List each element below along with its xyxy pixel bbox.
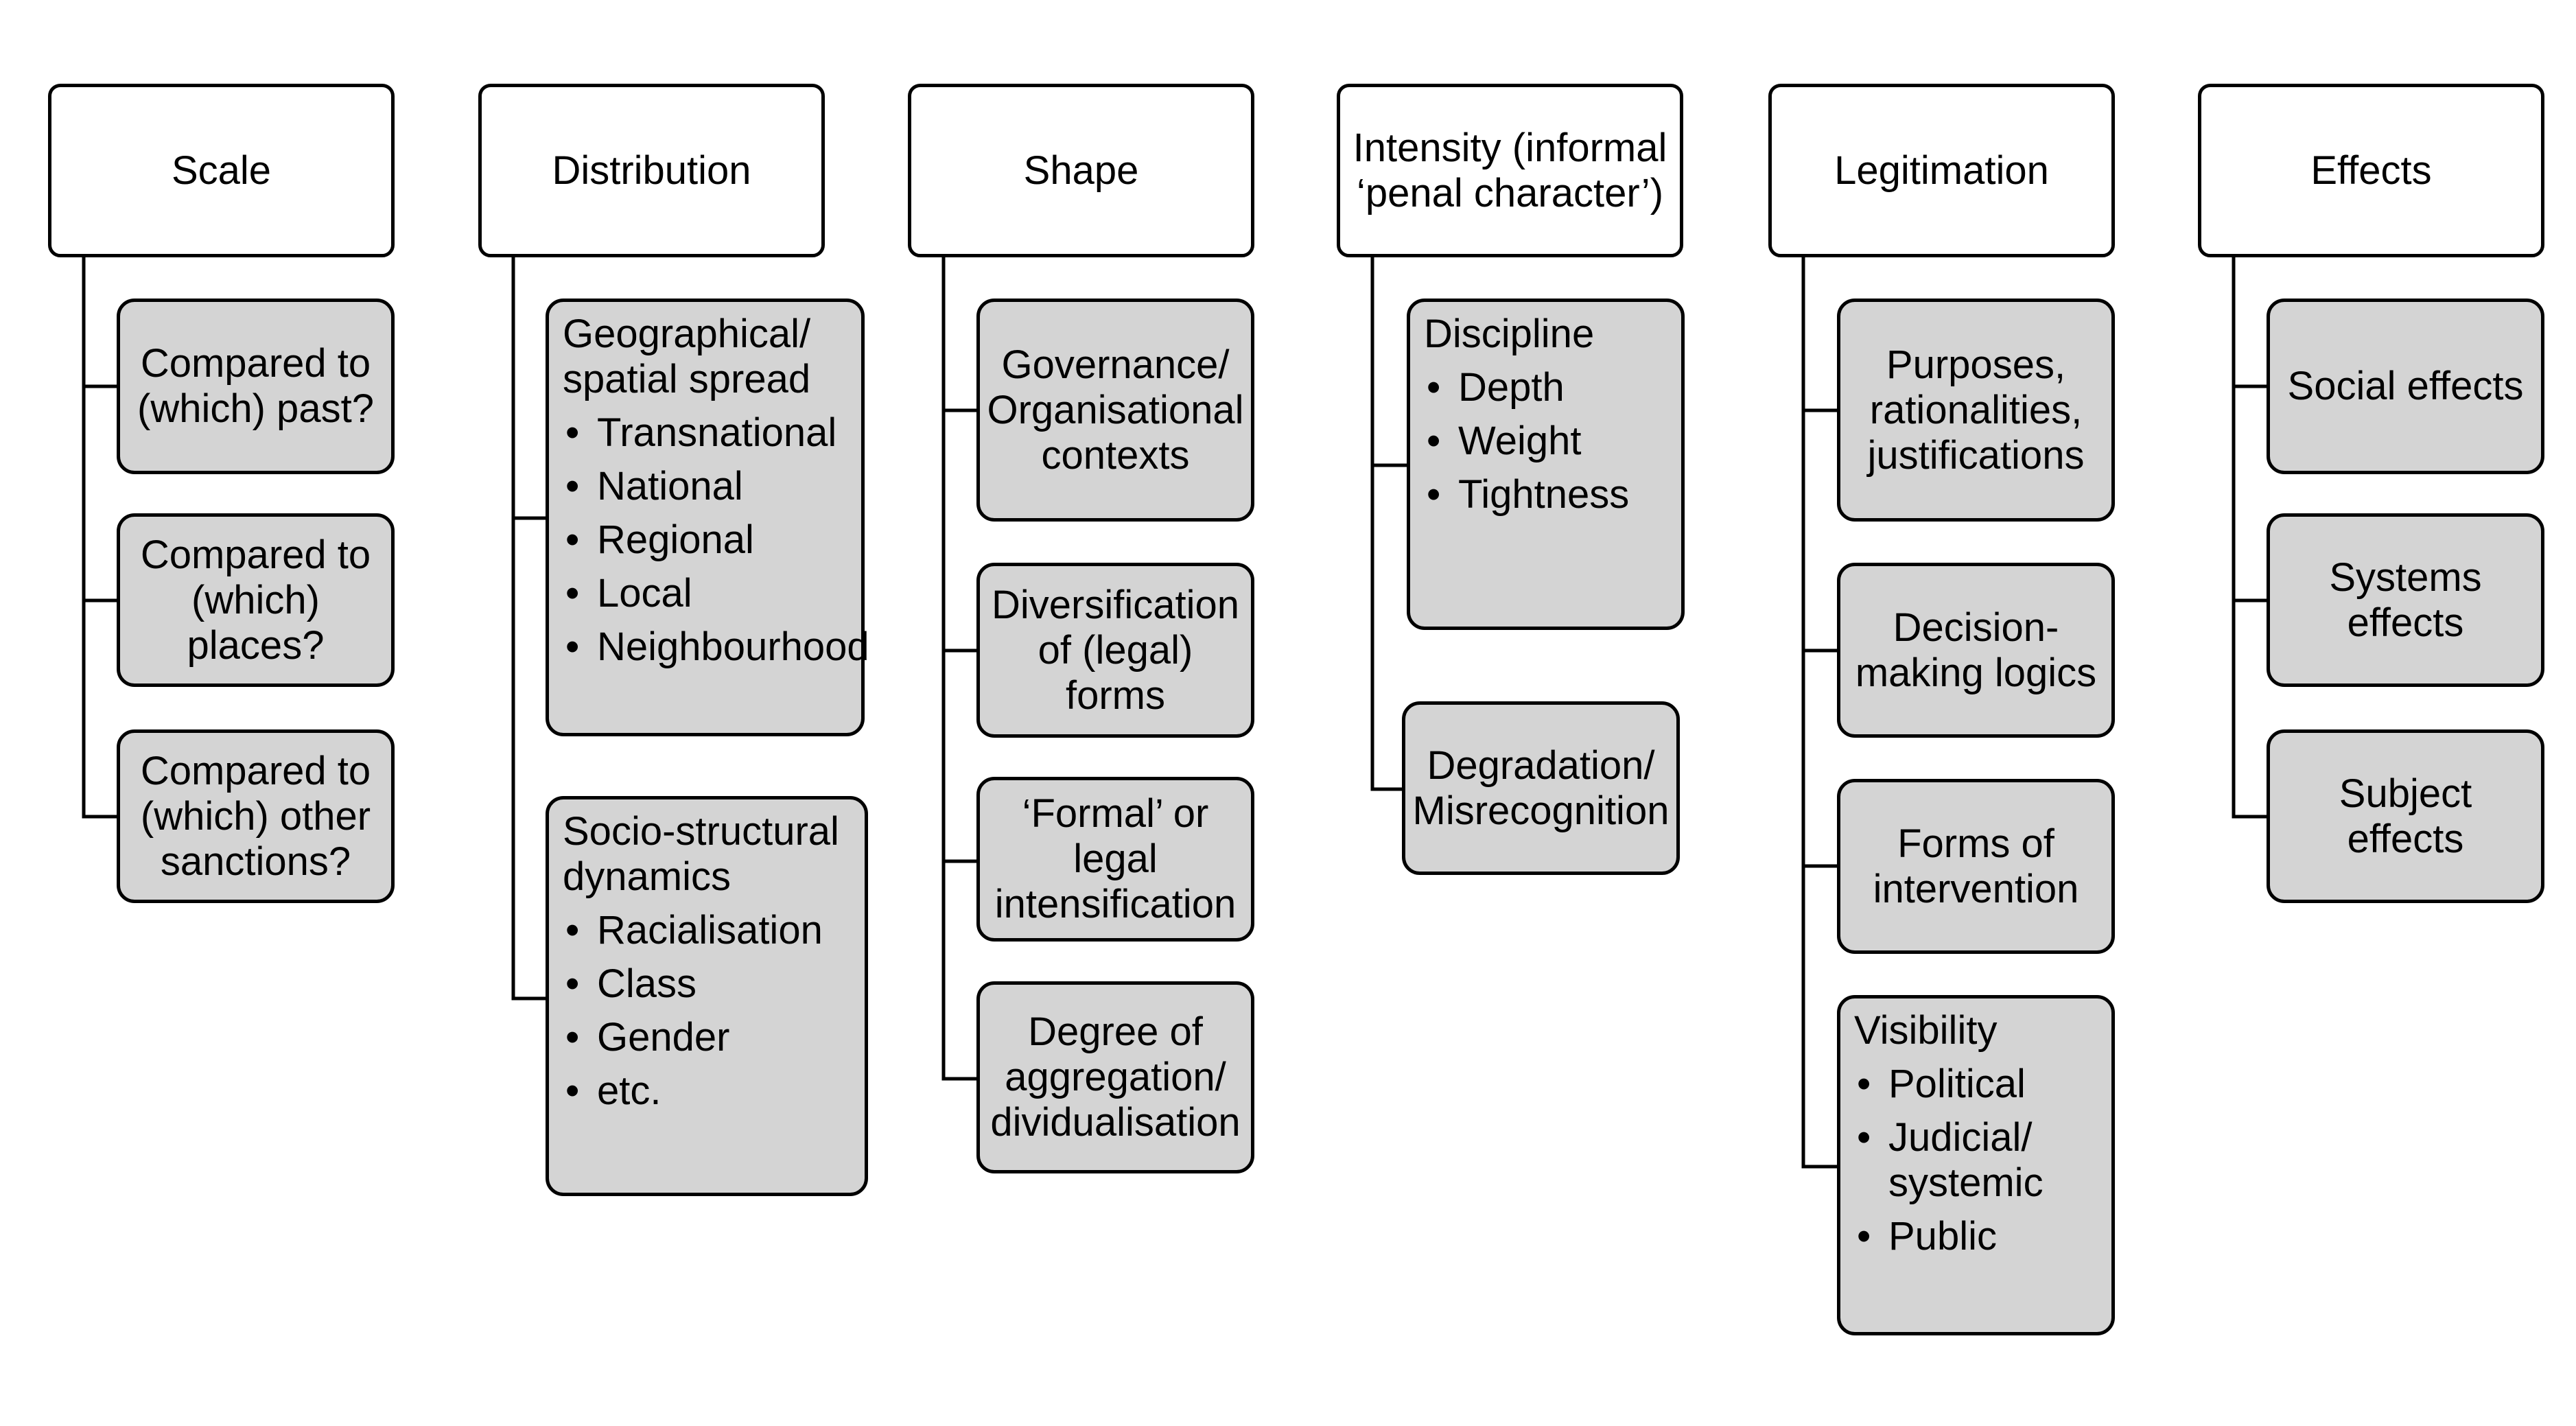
- socio-structural-title: Socio-structural dynamics: [563, 809, 839, 899]
- geographical-spread-title: Geographical/ spatial spread: [563, 312, 811, 401]
- list-item: etc.: [563, 1068, 823, 1114]
- decision-making-box: Decision-making logics: [1837, 563, 2115, 738]
- list-item: National: [563, 464, 869, 509]
- social-effects-label: Social effects: [2287, 364, 2524, 408]
- scale-header-label: Scale: [171, 148, 272, 193]
- list-item: Neighbourhood: [563, 624, 869, 670]
- governance-label: Governance/ Organisational contexts: [987, 342, 1244, 478]
- distribution-header-label: Distribution: [552, 148, 751, 193]
- list-item: Public: [1854, 1214, 2098, 1259]
- socio-structural-box: Socio-structural dynamics Racialisation …: [546, 796, 868, 1196]
- socio-structural-list: Racialisation Class Gender etc.: [563, 908, 823, 1122]
- scale-past-box: Compared to (which) past?: [117, 299, 395, 474]
- discipline-title: Discipline: [1424, 312, 1595, 356]
- scale-sanctions-label: Compared to (which) other sanctions?: [140, 748, 371, 884]
- discipline-box: Discipline Depth Weight Tightness: [1407, 299, 1685, 630]
- list-item: Racialisation: [563, 908, 823, 953]
- list-item: Gender: [563, 1015, 823, 1060]
- decision-making-label: Decision-making logics: [1855, 605, 2097, 695]
- systems-effects-box: Systems effects: [2267, 513, 2544, 687]
- degradation-label: Degradation/Misrecognition: [1412, 743, 1670, 833]
- governance-box: Governance/ Organisational contexts: [976, 299, 1254, 522]
- intensity-header: Intensity (informal ‘penal character’): [1337, 84, 1683, 257]
- forms-of-intervention-label: Forms of intervention: [1873, 821, 2079, 911]
- formal-intensification-box: ‘Formal’ or legal intensification: [976, 777, 1254, 942]
- list-item: Depth: [1424, 365, 1629, 410]
- scale-header: Scale: [48, 84, 395, 257]
- list-item: Class: [563, 961, 823, 1007]
- degradation-box: Degradation/Misrecognition: [1402, 701, 1680, 875]
- social-effects-box: Social effects: [2267, 299, 2544, 474]
- intensity-header-label: Intensity (informal ‘penal character’): [1353, 125, 1667, 215]
- list-item: Local: [563, 571, 869, 616]
- scale-places-label: Compared to (which) places?: [140, 532, 371, 668]
- diversification-label: Diversification of (legal) forms: [992, 582, 1239, 718]
- list-item: Judicial/ systemic: [1854, 1115, 2098, 1206]
- visibility-title: Visibility: [1854, 1008, 1998, 1053]
- diversification-box: Diversification of (legal) forms: [976, 563, 1254, 738]
- list-item: Regional: [563, 517, 869, 563]
- discipline-list: Depth Weight Tightness: [1424, 365, 1629, 526]
- visibility-box: Visibility Political Judicial/ systemic …: [1837, 995, 2115, 1335]
- legitimation-header-label: Legitimation: [1834, 148, 2049, 193]
- aggregation-box: Degree of aggregation/ dividualisation: [976, 981, 1254, 1173]
- systems-effects-label: Systems effects: [2329, 554, 2482, 645]
- subject-effects-box: Subject effects: [2267, 729, 2544, 903]
- aggregation-label: Degree of aggregation/ dividualisation: [990, 1009, 1241, 1145]
- forms-of-intervention-box: Forms of intervention: [1837, 779, 2115, 954]
- effects-header: Effects: [2198, 84, 2544, 257]
- list-item: Weight: [1424, 419, 1629, 464]
- visibility-list: Political Judicial/ systemic Public: [1854, 1062, 2098, 1267]
- list-item: Tightness: [1424, 472, 1629, 517]
- geographical-spread-box: Geographical/ spatial spread Transnation…: [546, 299, 869, 736]
- scale-sanctions-box: Compared to (which) other sanctions?: [117, 729, 395, 903]
- shape-header-label: Shape: [1023, 148, 1139, 193]
- scale-past-label: Compared to (which) past?: [137, 341, 374, 431]
- legitimation-header: Legitimation: [1768, 84, 2115, 257]
- purposes-label: Purposes, rationalities, justifications: [1867, 342, 2085, 478]
- effects-header-label: Effects: [2310, 148, 2432, 193]
- purposes-box: Purposes, rationalities, justifications: [1837, 299, 2115, 522]
- subject-effects-label: Subject effects: [2339, 771, 2472, 861]
- scale-places-box: Compared to (which) places?: [117, 513, 395, 687]
- formal-intensification-label: ‘Formal’ or legal intensification: [994, 791, 1237, 926]
- distribution-header: Distribution: [478, 84, 825, 257]
- shape-header: Shape: [908, 84, 1254, 257]
- list-item: Transnational: [563, 410, 869, 456]
- list-item: Political: [1854, 1062, 2098, 1107]
- geographical-spread-list: Transnational National Regional Local Ne…: [563, 410, 869, 678]
